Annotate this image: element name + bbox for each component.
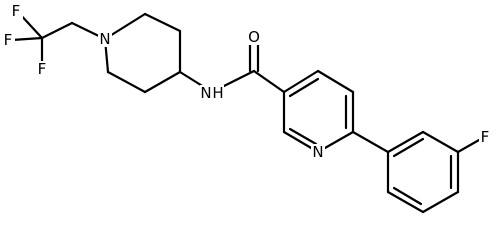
bond-ph-c5-c6	[386, 190, 425, 214]
atom-f-left: F	[4, 31, 13, 49]
atom-labels: F F F N N H O N F	[1, 2, 492, 161]
bond-pip-c2-c3	[143, 12, 182, 33]
bond-ph-c5-c6-inner	[392, 186, 423, 206]
atom-n-pyridine: N	[312, 143, 323, 161]
atom-n-piperidine: N	[99, 30, 110, 48]
atom-n-amide: N	[200, 84, 211, 102]
bond-ph-c4-c5	[421, 190, 460, 214]
bond-ph-c1-c2	[386, 130, 425, 154]
atom-o-carbonyl: O	[248, 28, 260, 46]
bond-ph-c2-c3	[421, 130, 460, 154]
bond-pyr-c3-c4-inner	[288, 77, 320, 98]
atom-h-amide: H	[212, 84, 223, 102]
atom-f-bottom: F	[38, 60, 47, 78]
bond-pyr-n-c2-inner	[288, 127, 318, 146]
bond-pyr-c4-c5	[316, 69, 355, 94]
atom-f-top: F	[12, 2, 21, 20]
bond-ph-f	[456, 138, 481, 154]
bond-cf3-f-left	[10, 36, 44, 42]
bond-pip-c5-c6	[106, 70, 147, 94]
bond-pyr-phenyl	[351, 130, 390, 154]
bond-lines	[10, 10, 481, 214]
bond-pip-c4-c5	[143, 70, 182, 94]
structure-diagram: F F F N N H O N F	[1, 2, 492, 214]
atom-f-aryl: F	[481, 128, 490, 146]
bond-carbonyl-ring	[252, 69, 286, 94]
bond-ph-c1-c2-inner	[392, 137, 425, 158]
bond-cf3-ch2	[40, 21, 74, 40]
molecule-canvas: F F F N N H O N F	[1, 2, 492, 214]
bond-pyr-c3-c4	[282, 69, 320, 94]
